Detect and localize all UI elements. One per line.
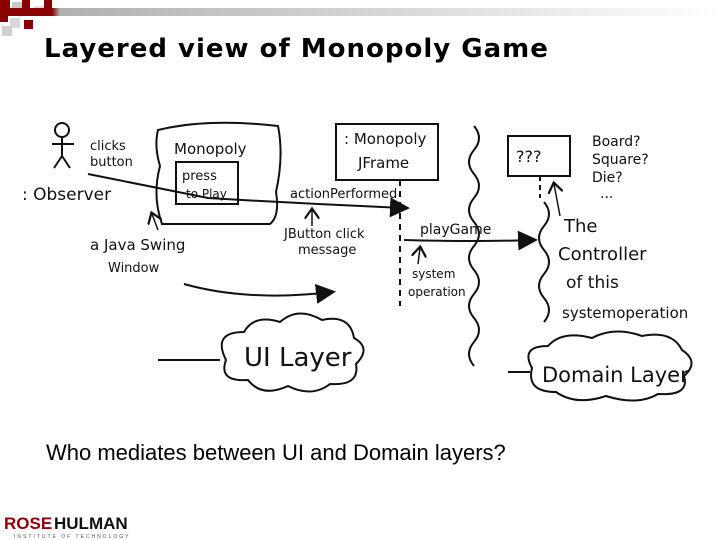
- domain-layer-boundary: [538, 201, 550, 323]
- label-system: system: [412, 267, 455, 281]
- label-jbutton-click: JButton click: [283, 227, 365, 242]
- play-game-arrow: [403, 230, 538, 251]
- label-die: Die?: [592, 170, 623, 186]
- label-operation: operation: [408, 285, 466, 299]
- label-java-swing: a Java Swing: [90, 236, 185, 254]
- click-arrow: [87, 173, 410, 218]
- press-to-play-box: [175, 161, 239, 205]
- system-operation-pointer: [418, 248, 420, 265]
- label-jframe-line1: : Monopoly: [344, 130, 426, 148]
- title-rule: [0, 8, 720, 16]
- corner-square-red-1: [0, 0, 10, 10]
- corner-square-red-5: [44, 0, 52, 8]
- label-the: The: [563, 216, 597, 237]
- corner-square-gray-3: [2, 26, 12, 36]
- label-ellipsis: ...: [600, 186, 613, 202]
- corner-square-red-2: [0, 14, 8, 22]
- corner-square-red-3: [22, 0, 30, 8]
- label-domain-layer: Domain Layer: [542, 363, 689, 387]
- label-system-operation: systemoperation: [562, 304, 688, 322]
- label-unknown: ???: [516, 147, 541, 166]
- actor-stick-figure: [52, 122, 74, 169]
- ui-layer-cloud: [220, 312, 365, 393]
- label-observer: : Observer: [22, 185, 111, 205]
- monopoly-jframe-box: [335, 123, 439, 181]
- label-action-performed: actionPerformed: [290, 187, 397, 202]
- label-message: message: [298, 243, 356, 258]
- corner-square-gray-2: [10, 18, 20, 28]
- layered-view-diagram: clicks button : Observer Monopoly press …: [22, 121, 693, 402]
- label-of-this: of this: [566, 273, 619, 293]
- label-press: press: [182, 169, 217, 184]
- controller-pointer: [554, 184, 560, 217]
- slide-title: Layered view of Monopoly Game: [44, 34, 549, 64]
- label-board: Board?: [592, 134, 641, 150]
- label-clicks: clicks: [90, 139, 126, 154]
- label-play-game: playGame: [420, 222, 491, 238]
- label-window: Window: [108, 261, 160, 276]
- rose-hulman-logo: ROSE HULMAN INSTITUTE OF TECHNOLOGY: [4, 514, 130, 540]
- slide-question: Who mediates between UI and Domain layer…: [46, 440, 506, 465]
- label-controller: Controller: [558, 244, 647, 265]
- logo-hulman-text: HULMAN: [54, 514, 128, 533]
- corner-square-red-4: [24, 20, 33, 29]
- logo-rose-text: ROSE: [4, 514, 52, 533]
- ui-layer-boundary: [468, 125, 480, 367]
- label-ui-layer: UI Layer: [244, 343, 352, 373]
- domain-layer-cloud: [527, 330, 693, 402]
- monopoly-window-outline: [155, 121, 282, 225]
- logo-tagline-text: INSTITUTE OF TECHNOLOGY: [14, 534, 130, 540]
- swing-window-arrow: [183, 283, 336, 304]
- label-square: Square?: [592, 152, 649, 168]
- label-monopoly: Monopoly: [174, 140, 247, 158]
- label-button: button: [90, 155, 133, 170]
- java-swing-pointer: [152, 214, 158, 231]
- label-to-play: to Play: [186, 187, 227, 201]
- label-jframe-line2: JFrame: [357, 154, 409, 172]
